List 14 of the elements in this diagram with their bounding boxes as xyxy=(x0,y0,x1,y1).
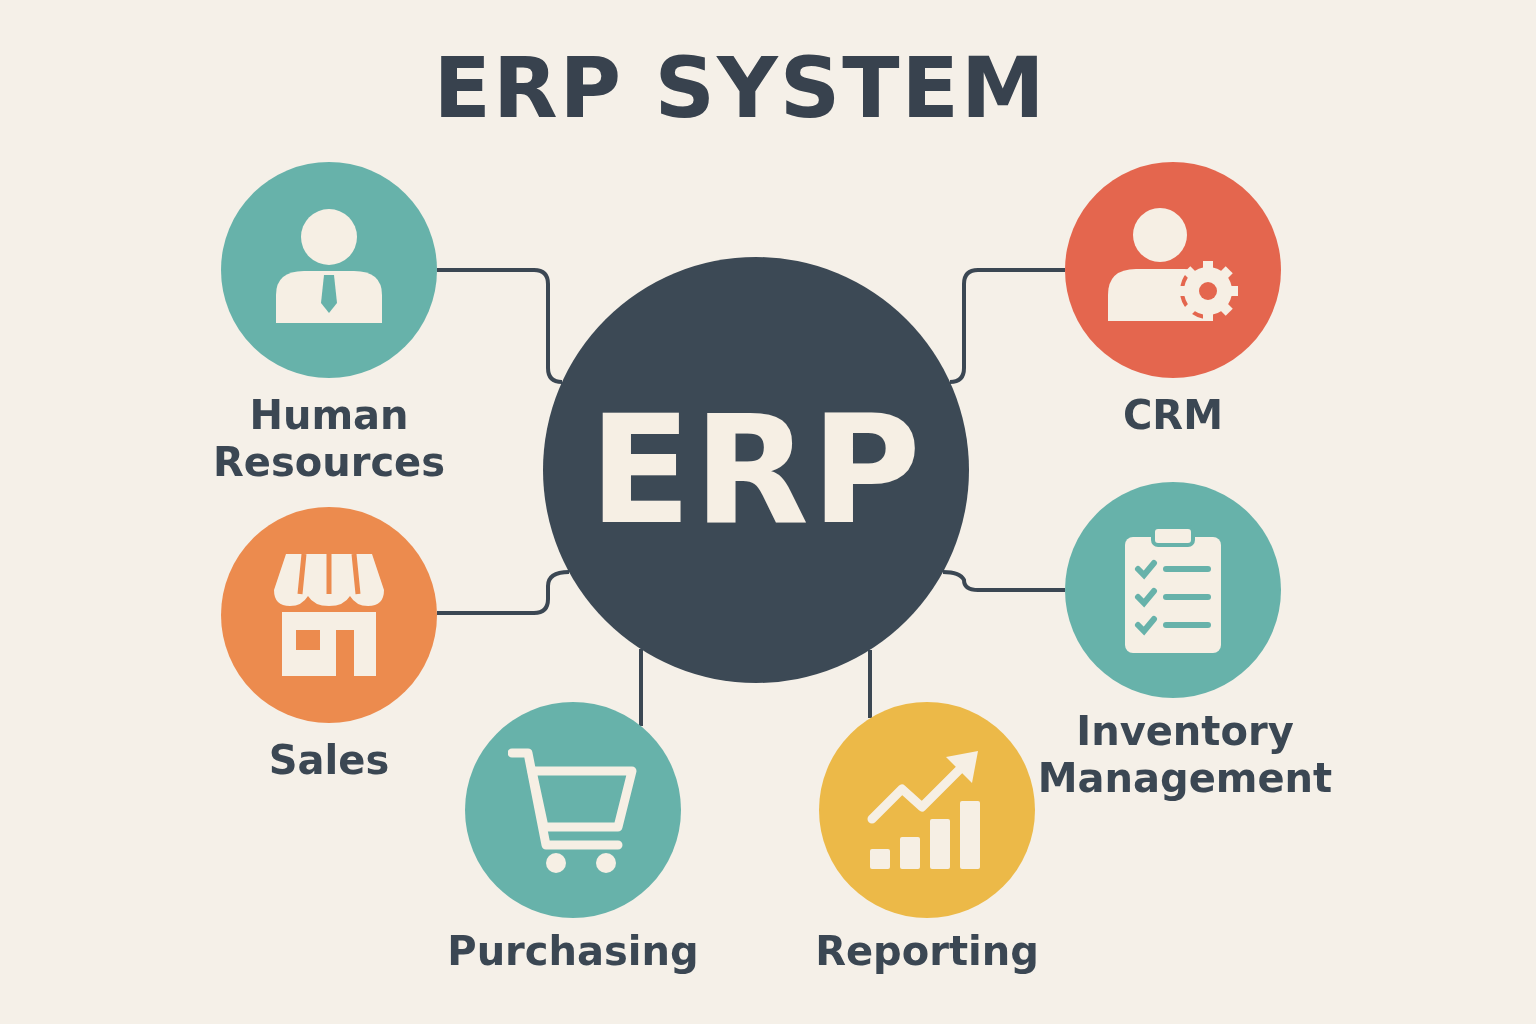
connector-line xyxy=(949,268,1065,384)
connector-line xyxy=(437,570,570,615)
module-label: Inventory Management xyxy=(1036,708,1334,803)
module-label: Purchasing xyxy=(447,928,699,976)
connector-line xyxy=(437,268,563,384)
hub-label: ERP xyxy=(589,395,923,545)
connector-line xyxy=(639,649,643,726)
title: ERP SYSTEM xyxy=(433,42,1047,135)
module-label: CRM xyxy=(1123,392,1223,440)
connector-line xyxy=(868,650,872,718)
module-label: Reporting xyxy=(815,928,1039,976)
module-label: Sales xyxy=(268,737,390,785)
connector-line xyxy=(942,570,1065,592)
module-label: Human Resources xyxy=(211,392,447,487)
